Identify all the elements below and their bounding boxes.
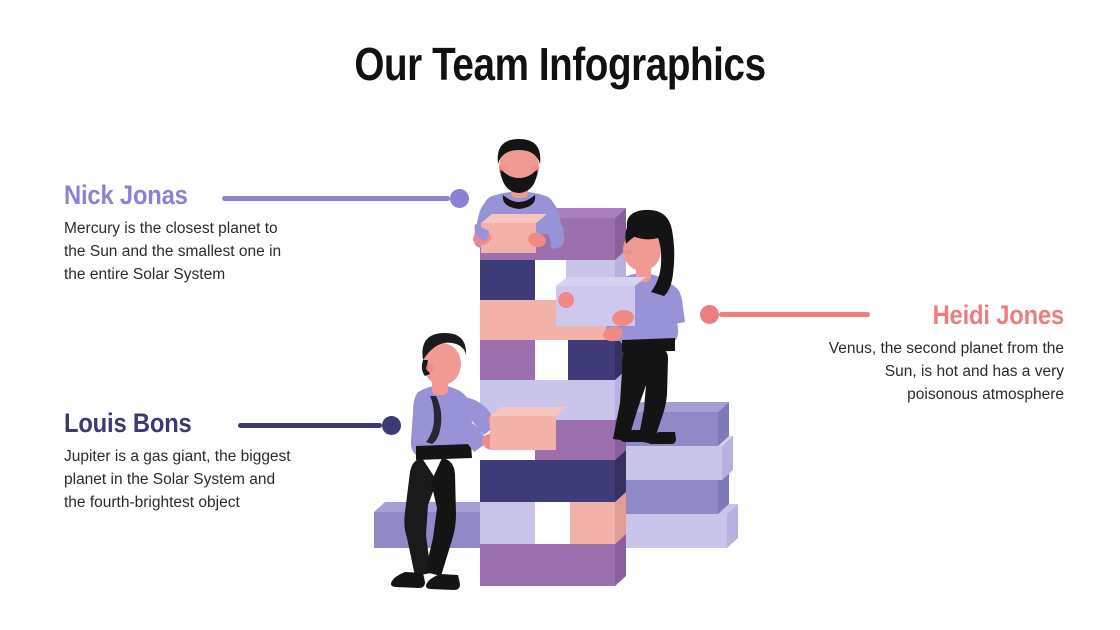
connector-line-nick-jonas xyxy=(222,188,469,208)
connector-line-heidi-jones xyxy=(700,304,870,324)
connector-dot-icon xyxy=(700,304,719,324)
connector-dot-icon xyxy=(382,415,401,435)
connector-dot-icon xyxy=(450,188,469,208)
connector-line-segment xyxy=(719,311,870,317)
page-title: Our Team Infographics xyxy=(354,38,766,90)
connector-line-louis-bons xyxy=(238,415,401,435)
connector-line-segment xyxy=(222,195,450,201)
figure-woman-right xyxy=(556,209,685,444)
member-description-heidi-jones: Venus, the second planet from the Sun, i… xyxy=(828,340,1064,403)
central-block-tower xyxy=(480,208,626,586)
right-block-stack xyxy=(613,402,738,548)
figure-man-top xyxy=(473,139,565,253)
member-name-louis-bons: Louis Bons xyxy=(64,408,192,438)
member-description-nick-jonas: Mercury is the closest planet to the Sun… xyxy=(64,220,282,283)
member-name-heidi-jones: Heidi Jones xyxy=(932,300,1065,330)
team-member-nick-jonas: Nick Jonas Mercury is the closest planet… xyxy=(64,180,294,286)
member-description-louis-bons: Jupiter is a gas giant, the biggest plan… xyxy=(64,448,291,511)
team-member-louis-bons: Louis Bons Jupiter is a gas giant, the b… xyxy=(64,408,299,514)
team-blocks-illustration xyxy=(370,128,750,603)
team-member-heidi-jones: Heidi Jones Venus, the second planet fro… xyxy=(824,300,1064,406)
member-name-nick-jonas: Nick Jonas xyxy=(64,180,188,210)
connector-line-segment xyxy=(238,422,382,428)
figure-man-left xyxy=(391,332,567,590)
